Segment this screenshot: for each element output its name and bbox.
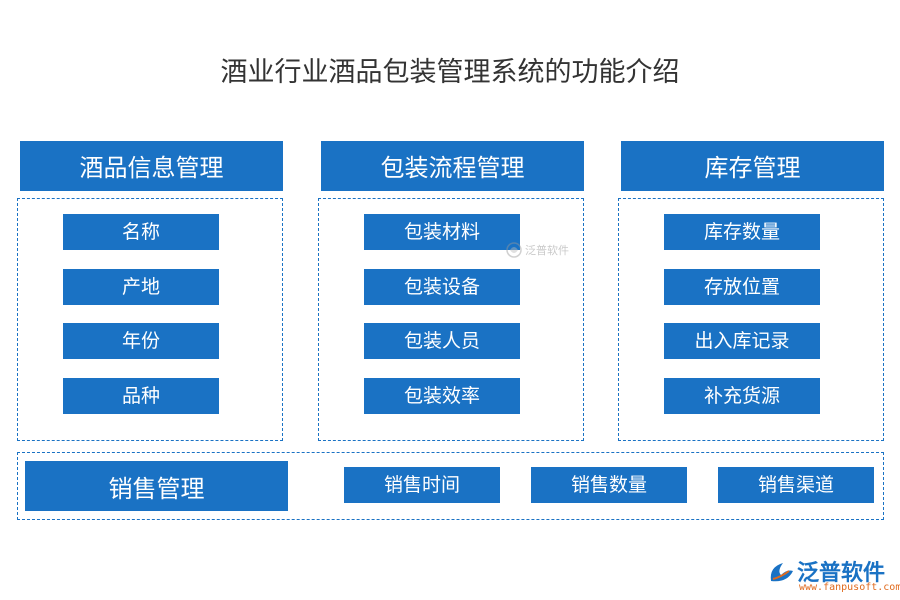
item-variety: 品种 (63, 378, 219, 414)
watermark-logo-icon (506, 242, 522, 258)
sales-item-channel: 销售渠道 (718, 467, 874, 503)
column-box-info (17, 198, 283, 441)
item-packaging-staff: 包装人员 (364, 323, 520, 359)
column-box-inventory (618, 198, 884, 441)
item-storage-location: 存放位置 (664, 269, 820, 305)
column-header-packaging: 包装流程管理 (321, 141, 584, 191)
item-packaging-equipment: 包装设备 (364, 269, 520, 305)
sales-item-quantity: 销售数量 (531, 467, 687, 503)
column-header-inventory: 库存管理 (621, 141, 884, 191)
item-year: 年份 (63, 323, 219, 359)
column-header-info: 酒品信息管理 (20, 141, 283, 191)
item-packaging-efficiency: 包装效率 (364, 378, 520, 414)
watermark-text: 泛普软件 (525, 244, 569, 257)
watermark: 泛普软件 (505, 241, 569, 259)
brand-name: 泛普软件 (797, 561, 886, 586)
item-origin: 产地 (63, 269, 219, 305)
item-stock-quantity: 库存数量 (664, 214, 820, 250)
brand-logo: 泛普软件 www.fanpusoft.com (767, 555, 900, 593)
item-in-out-record: 出入库记录 (664, 323, 820, 359)
column-box-packaging (318, 198, 584, 441)
item-replenish: 补充货源 (664, 378, 820, 414)
page-title: 酒业行业酒品包装管理系统的功能介绍 (220, 57, 680, 88)
brand-url: www.fanpusoft.com (799, 582, 900, 593)
sales-item-time: 销售时间 (344, 467, 500, 503)
sales-header: 销售管理 (25, 461, 288, 511)
item-packaging-material: 包装材料 (364, 214, 520, 250)
item-name: 名称 (63, 214, 219, 250)
sales-row-box (17, 452, 884, 520)
brand-logo-icon (770, 563, 793, 582)
